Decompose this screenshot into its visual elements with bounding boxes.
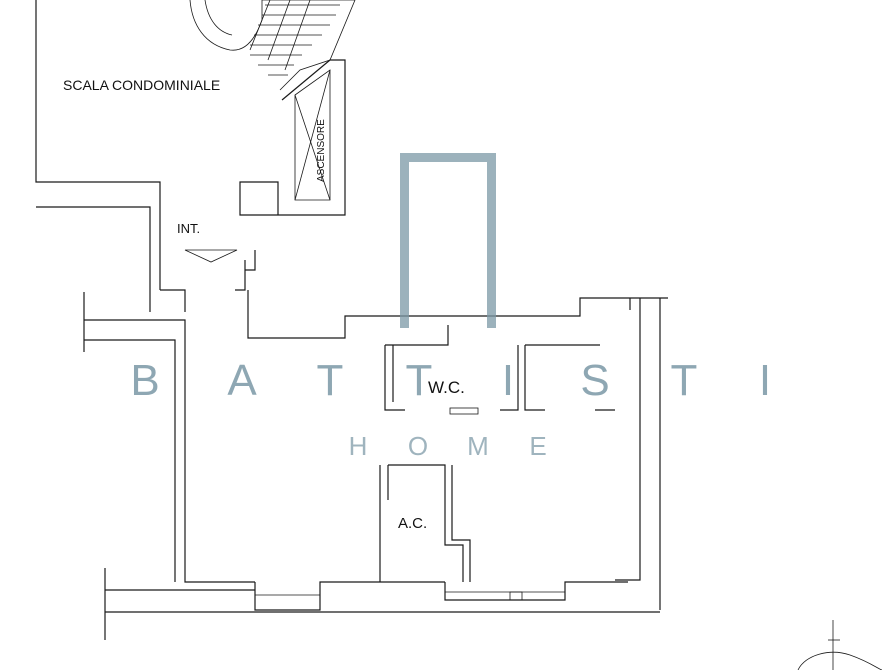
elevator-shaft [239, 59, 346, 216]
watermark-brand-letter: B [130, 356, 159, 405]
compass-icon [797, 620, 883, 670]
ac-room: A.C. [379, 464, 471, 582]
entrance: INT. [177, 221, 256, 291]
watermark-brand-letter: T [406, 356, 433, 405]
watermark-brand-letter: I [502, 356, 514, 405]
stair-area: SCALA CONDOMINIALE ASCENSORE [35, 0, 356, 312]
watermark-brand-letter: S [580, 356, 609, 405]
watermark-subtitle-letter: H [349, 431, 368, 461]
entrance-arrow [184, 249, 238, 263]
stair-label: SCALA CONDOMINIALE [63, 77, 220, 93]
watermark-brand-letter: T [671, 356, 698, 405]
watermark-brand-letter: T [317, 356, 344, 405]
watermark-brand-letter: I [759, 356, 771, 405]
watermark-brand-letter: A [227, 356, 257, 405]
entrance-label: INT. [177, 221, 200, 236]
ac-label: A.C. [398, 515, 427, 532]
watermark-subtitle-letter: E [529, 431, 546, 461]
watermark-subtitle-letter: M [467, 431, 489, 461]
stair-treads [249, 0, 340, 76]
watermark: B A T T I S T I H O M E [130, 153, 771, 461]
elevator-label: ASCENSORE [316, 119, 327, 182]
wc-label: W.C. [428, 378, 465, 397]
apartment-walls [83, 290, 668, 640]
wc-room: W.C. [384, 325, 615, 415]
watermark-logo-icon [400, 153, 496, 328]
watermark-subtitle-letter: O [408, 431, 428, 461]
